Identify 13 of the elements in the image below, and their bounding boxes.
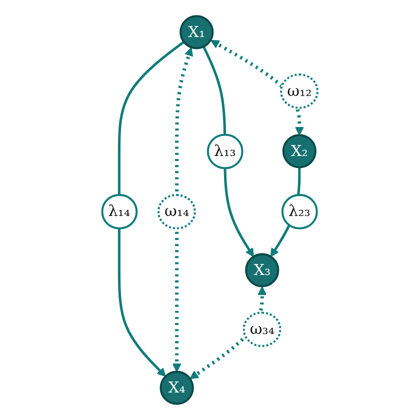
arrow — [172, 47, 194, 372]
arrow — [118, 40, 185, 377]
edge-label: λ₂₃ — [288, 202, 310, 220]
edge-label: λ₁₃ — [214, 142, 236, 160]
node-circle: X₃ — [245, 253, 280, 288]
node-circle: X₂ — [282, 134, 316, 168]
edge-label: ω₁₄ — [164, 202, 190, 220]
edge-label: ω₃₄ — [250, 320, 274, 338]
arrow — [202, 46, 254, 258]
node-circle: X₄ — [160, 370, 194, 405]
node-circle: X₁ — [180, 15, 214, 50]
edge-label: λ₁₄ — [108, 202, 130, 220]
edge-label: ω₁₂ — [287, 82, 312, 100]
